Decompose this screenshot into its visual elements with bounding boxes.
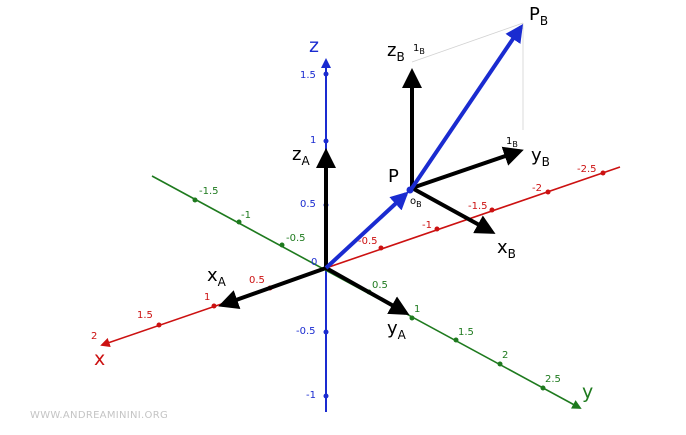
x-tick-label: -2.5 — [577, 164, 597, 175]
frame-b-x-label: xB — [497, 237, 516, 261]
frame-b-x-vector — [411, 186, 496, 234]
y-tick-label: 0.5 — [372, 280, 388, 291]
frame-b-y-label: yB — [531, 145, 550, 169]
x-tick-1.5 — [156, 322, 162, 328]
vector-p-to-pb — [410, 24, 524, 190]
origin-label: 0 — [311, 257, 317, 268]
x-tick-label: 1 — [204, 292, 210, 303]
frame-a-x-vector — [218, 266, 327, 310]
z-tick-1.5 — [323, 71, 329, 77]
x-tick-label: -0.5 — [358, 236, 378, 247]
y-tick-neg1.5 — [192, 197, 198, 203]
x-tick-label: 0.5 — [249, 275, 265, 286]
y-tick-neg0.5 — [279, 242, 285, 248]
frame-b-unit-y-label: 1B — [506, 136, 518, 149]
point-pb-label: PB — [529, 4, 548, 28]
y-tick-neg1 — [236, 219, 242, 225]
z-tick-1 — [323, 138, 329, 144]
y-tick-label: 1 — [414, 304, 420, 315]
y-tick-2.5 — [540, 385, 546, 391]
z-tick-neg0.5 — [323, 329, 329, 335]
y-tick-1 — [409, 315, 415, 321]
x-tick-neg0.5 — [378, 245, 384, 251]
frame-a-y-label: yA — [387, 318, 407, 342]
y-tick-label: -0.5 — [286, 233, 306, 244]
z-tick-label: 1 — [310, 135, 316, 146]
z-axis-label: z — [309, 35, 319, 57]
y-axis-label: y — [582, 381, 593, 403]
y-tick-label: 2.5 — [545, 374, 561, 385]
x-tick-label: 1.5 — [137, 310, 153, 321]
x-tick-label: -1.5 — [468, 201, 488, 212]
x-axis: 2 1.5 1 0.5 -0.5 -1 -1.5 -2 -2.5 x — [91, 164, 621, 370]
watermark-text: WWW.ANDREAMININI.ORG — [30, 410, 168, 421]
z-tick-neg1 — [323, 393, 329, 399]
z-tick-label: -0.5 — [296, 326, 316, 337]
frame-b — [402, 68, 524, 234]
x-tick-neg1.5 — [489, 207, 495, 213]
y-tick-label: 1.5 — [458, 327, 474, 338]
point-p-label: P — [388, 166, 399, 187]
z-tick-label: -1 — [306, 390, 316, 401]
frame-b-z-label: zB — [387, 40, 405, 64]
x-tick-label: -1 — [422, 220, 432, 231]
x-tick-1 — [211, 303, 217, 309]
vector-origin-to-p — [324, 191, 409, 270]
x-tick-neg1 — [434, 226, 440, 232]
y-tick-label: -1.5 — [199, 186, 219, 197]
y-tick-2 — [497, 361, 503, 367]
z-axis: 1.5 1 0.5 -0.5 -1 z — [296, 35, 331, 412]
x-tick-neg2 — [545, 189, 551, 195]
frame-a — [218, 148, 410, 315]
frame-b-unit-z-label: 1B — [413, 43, 425, 56]
frame-a-y-vector — [325, 266, 410, 315]
y-tick-label: 2 — [502, 350, 508, 361]
frame-b-origin-label: oB — [410, 196, 422, 209]
x-tick-label: 2 — [91, 331, 97, 342]
y-tick-label: -1 — [241, 210, 251, 221]
y-tick-1.5 — [453, 337, 459, 343]
z-tick-label: 0.5 — [300, 199, 316, 210]
x-axis-label: x — [94, 348, 105, 370]
x-tick-neg2.5 — [600, 170, 606, 176]
x-axis-line — [100, 166, 621, 348]
projection-guides — [411, 22, 524, 130]
frame-a-z-label: zA — [292, 144, 310, 168]
x-tick-label: -2 — [532, 183, 542, 194]
frame-b-y-vector — [411, 146, 524, 190]
point-p — [406, 186, 414, 194]
z-tick-label: 1.5 — [300, 70, 316, 81]
frame-a-x-label: xA — [207, 265, 227, 289]
